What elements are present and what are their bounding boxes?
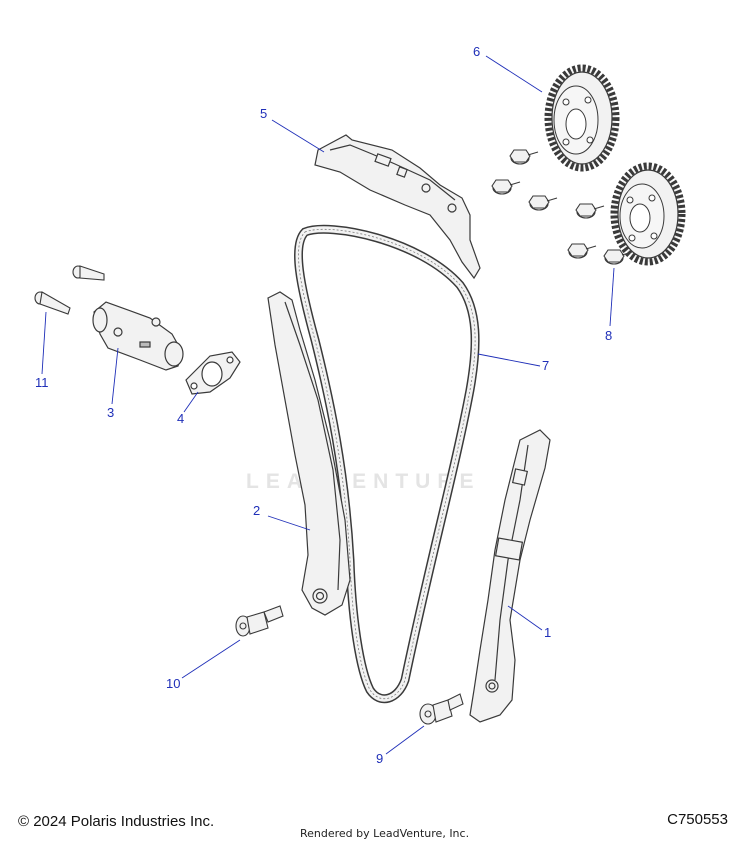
callout-3[interactable]: 3 (107, 405, 115, 420)
leader-1 (507, 605, 543, 631)
upper-chain-guide[interactable] (314, 134, 481, 280)
timing-chain[interactable] (293, 224, 480, 704)
drawing-id: C750553 (667, 811, 728, 828)
guide-pivot-bolt-right[interactable] (419, 693, 464, 725)
camshaft-sprocket-lower[interactable] (610, 162, 686, 266)
copyright-text: © 2024 Polaris Industries Inc. (18, 813, 215, 830)
callout-2[interactable]: 2 (253, 503, 261, 518)
callout-8[interactable]: 8 (605, 328, 613, 343)
cam-chain-tensioner[interactable] (92, 301, 184, 371)
tensioner-gasket[interactable] (185, 351, 241, 395)
tensioner-bolt-lower (34, 291, 71, 315)
leader-3 (111, 347, 119, 405)
leader-11 (41, 311, 47, 375)
callout-10[interactable]: 10 (166, 676, 181, 691)
sprocket-bolt-3 (528, 195, 558, 211)
tensioner-bolts[interactable] (34, 265, 105, 315)
callout-6[interactable]: 6 (473, 44, 481, 59)
callout-4[interactable]: 4 (177, 411, 185, 426)
callout-1[interactable]: 1 (544, 625, 552, 640)
leader-9 (385, 725, 425, 755)
tensioner-chain-guide[interactable] (267, 291, 351, 616)
callout-11[interactable]: 11 (35, 375, 49, 390)
sprocket-bolt-6 (603, 249, 633, 265)
sprocket-bolt-5 (567, 243, 597, 259)
fixed-chain-guide[interactable] (469, 429, 551, 723)
leader-5 (271, 119, 325, 153)
callout-7[interactable]: 7 (542, 358, 550, 373)
sprocket-bolt-4 (575, 203, 605, 219)
leader-6 (485, 55, 543, 93)
leader-lines (41, 55, 615, 755)
sprocket-bolt-1 (509, 149, 539, 165)
callout-9[interactable]: 9 (376, 751, 384, 766)
leader-4 (183, 391, 199, 413)
leader-7 (477, 353, 541, 367)
camshaft-sprocket-upper[interactable] (544, 64, 620, 172)
leader-10 (181, 639, 241, 679)
rendered-by-text: Rendered by LeadVenture, Inc. (300, 827, 470, 840)
sprocket-bolt-2 (491, 179, 521, 195)
callout-5[interactable]: 5 (260, 106, 268, 121)
leader-2 (267, 515, 311, 531)
leader-8 (609, 267, 615, 327)
tensioner-bolt-upper (72, 265, 105, 281)
guide-pivot-bolt-left[interactable] (235, 605, 284, 637)
sprocket-bolts[interactable] (491, 149, 633, 265)
